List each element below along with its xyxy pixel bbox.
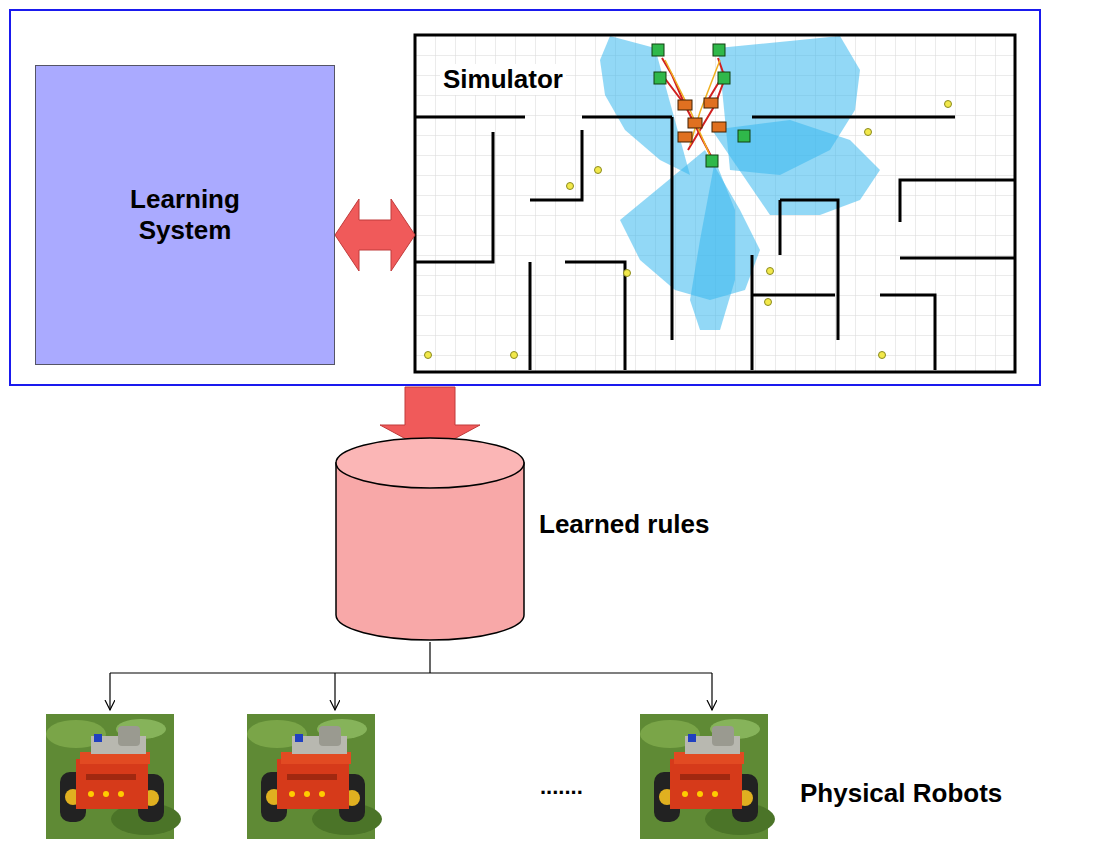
process-box: Learning System	[35, 65, 335, 365]
cylinder-shape	[335, 437, 525, 642]
group-label: Physical Robots	[800, 778, 1002, 809]
system-frame	[10, 10, 1040, 385]
robot-photo	[247, 714, 382, 839]
database-cylinder: Learned rules	[335, 437, 525, 642]
double-arrow	[335, 199, 415, 271]
robot-photo	[46, 714, 181, 839]
simulator-panel: Simulator	[415, 35, 1015, 372]
distribution-lines	[110, 642, 712, 710]
store-label: Learned rules	[539, 509, 710, 540]
panel-title: Simulator	[440, 64, 566, 95]
box-label: Learning System	[105, 184, 265, 246]
robot-photo	[640, 714, 775, 839]
simulator-map	[415, 35, 1015, 372]
ellipsis-label: .......	[540, 774, 583, 800]
